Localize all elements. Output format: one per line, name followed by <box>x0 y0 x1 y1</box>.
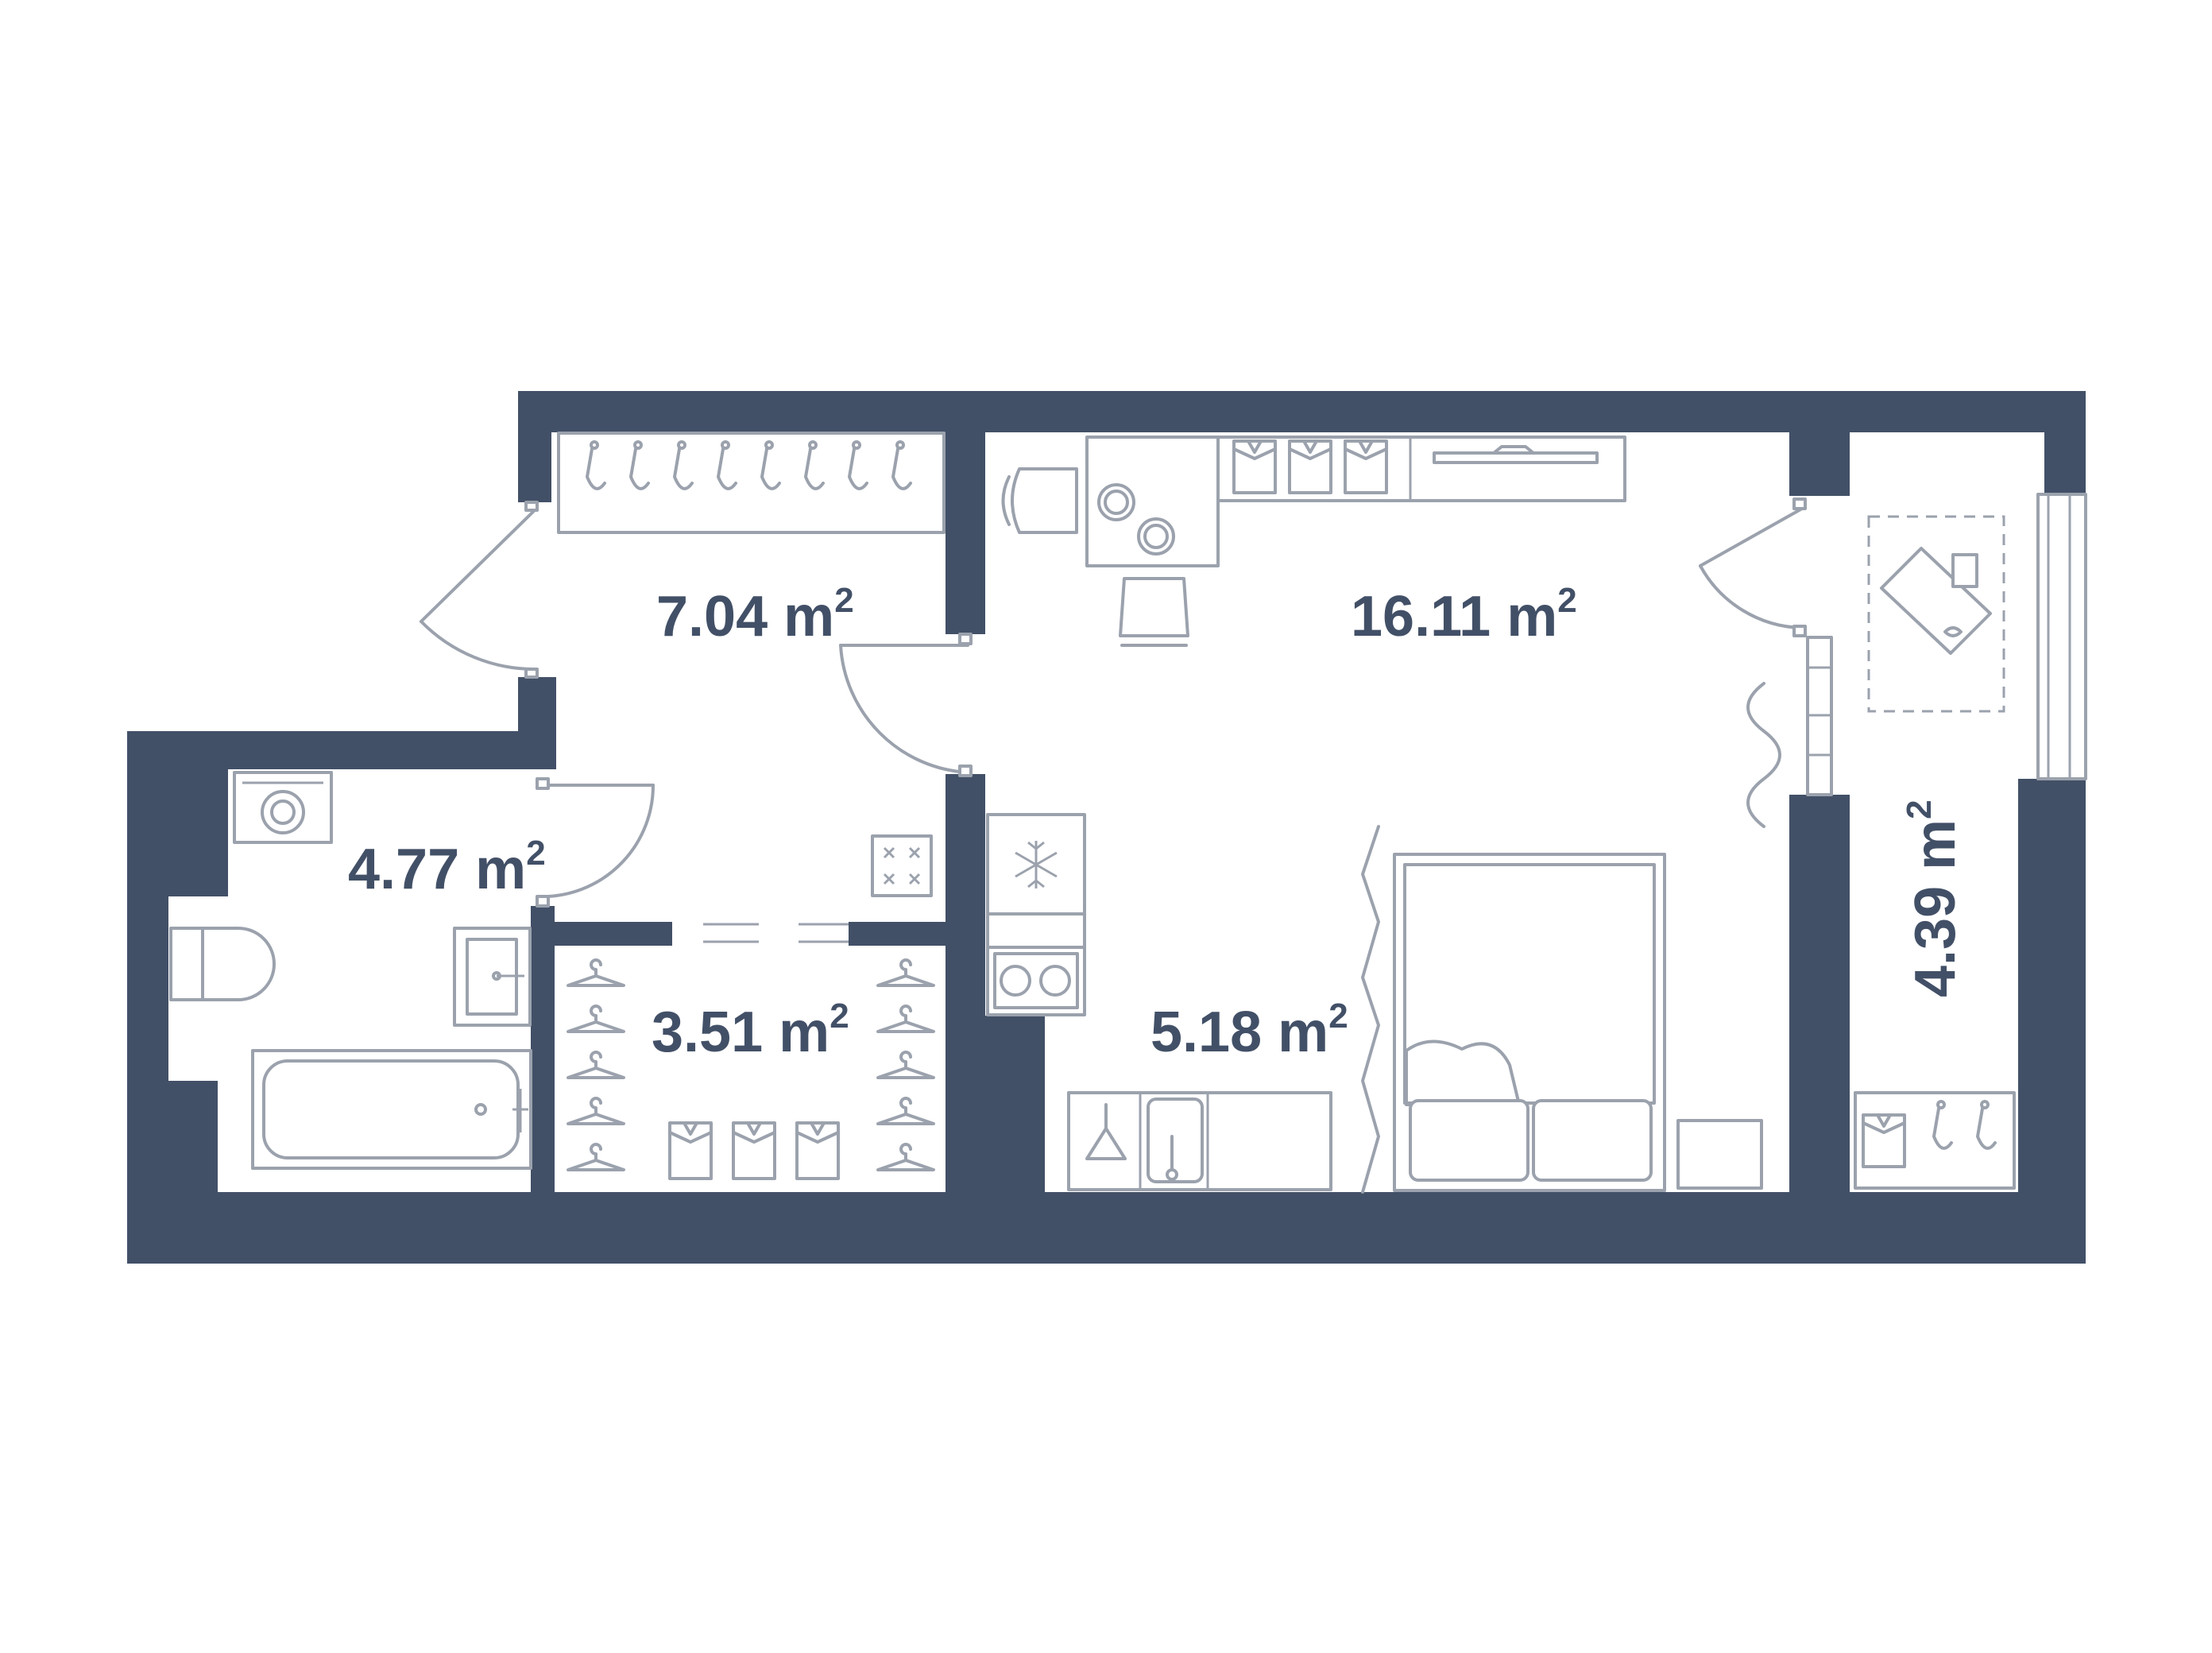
area-label-bathroom: 4.77 m2 <box>348 834 546 901</box>
living-furniture <box>1001 436 1781 1194</box>
lounge-chair-icon <box>1880 547 1992 655</box>
oven-icon <box>986 912 1086 1016</box>
sink-icon <box>453 927 532 1027</box>
cooktop-hall-icon <box>871 834 933 897</box>
nightstand-icon <box>1676 1119 1763 1190</box>
kitchen-sink-icon <box>1147 1097 1204 1183</box>
folded-clothes-icons <box>668 1121 840 1180</box>
partition-zigzag <box>1361 825 1380 1194</box>
fridge-icon <box>986 813 1086 916</box>
area-label-living: 16.11 m2 <box>1351 581 1577 648</box>
hanger-icons-hallway <box>586 440 912 490</box>
area-label-balcony: 4.39 m2 <box>1900 799 1967 997</box>
table-icon <box>1085 436 1220 567</box>
balcony-closet <box>1854 1091 2016 1190</box>
windows <box>1806 493 2087 796</box>
bathtub-icon <box>251 1049 532 1170</box>
balcony-furniture <box>1854 515 2016 1190</box>
bathroom-fixtures <box>169 771 532 1170</box>
armchair-icon <box>1001 467 1078 534</box>
area-label-wardrobe: 3.51 m2 <box>652 997 849 1064</box>
toilet-icon <box>169 927 276 1001</box>
area-label-hallway: 7.04 m2 <box>656 581 854 648</box>
tv-unit-icon <box>1216 436 1626 502</box>
kitchen-furniture <box>986 813 1332 1191</box>
kitchen-lamp-icon <box>1085 1103 1127 1160</box>
area-labels: 7.04 m2 16.11 m2 4.77 m2 3.51 m2 5.18 m2… <box>348 581 1967 1064</box>
hanger-icons-right <box>876 958 935 1171</box>
area-label-kitchen: 5.18 m2 <box>1150 997 1348 1064</box>
wardrobe-furniture <box>567 958 935 1180</box>
hanger-icons-left <box>567 958 625 1171</box>
hallway-closet <box>557 432 946 534</box>
chair-icon <box>1119 577 1189 647</box>
washing-machine-icon <box>233 771 333 844</box>
doors <box>420 497 1807 943</box>
curtain-icon <box>1746 682 1781 828</box>
kitchen-counter <box>1067 1091 1332 1191</box>
walls <box>127 391 2086 1264</box>
bed-icon <box>1393 853 1666 1192</box>
